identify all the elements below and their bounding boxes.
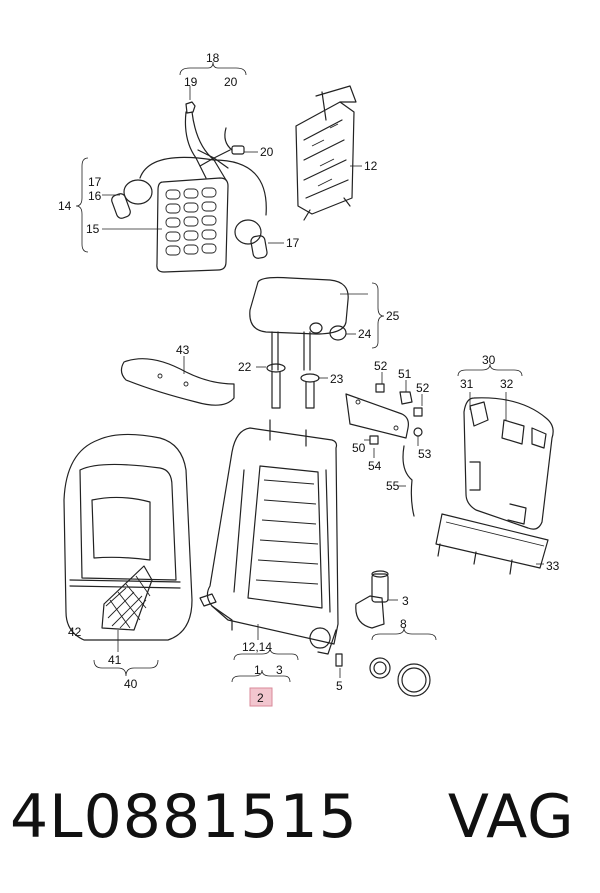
callout-15: 15 [86,222,100,236]
callout-3: 3 [276,663,283,677]
callout-33: 33 [546,559,560,573]
highlight-box [249,687,273,707]
callout-51: 51 [398,367,412,381]
backrest-cover [63,433,193,677]
callout-20: 20 [260,145,274,159]
callout-1: 1 [254,663,261,677]
callout-18: 18 [206,51,220,65]
seat-pan-frame [295,85,362,221]
callout-24: 24 [358,327,372,341]
callout-16: 16 [88,189,102,203]
callout-30: 30 [482,353,496,367]
brand-name: VAG [447,782,575,852]
callout-41: 41 [108,653,122,667]
callout-3: 3 [402,594,409,608]
callout-17: 17 [286,236,300,250]
callout-43: 43 [176,343,190,357]
callout-12: 12 [364,159,378,173]
callout-12-14: 12,14 [242,640,272,654]
callout-25: 25 [386,309,400,323]
callout-8: 8 [400,617,407,631]
heater-mat-assembly [75,61,284,273]
parts-diagram: 18 19 20 20 12 17 16 14 15 17 25 24 43 2… [58,51,560,707]
part-number: 4L0881515 [10,782,358,852]
headrest [249,276,385,371]
seat-bracket [345,372,423,517]
callout-17: 17 [88,175,102,189]
callout-40: 40 [124,677,138,691]
backrest-frame [199,419,343,683]
callout-55: 55 [386,479,400,493]
callout-53: 53 [418,447,432,461]
callout-2: 2 [257,691,264,705]
backrest-back-panel [457,363,554,530]
callout-32: 32 [500,377,514,391]
callout-19: 19 [184,75,198,89]
callout-23: 23 [330,372,344,386]
callout-52: 52 [374,359,388,373]
footer-caption: 4L0881515 VAG [10,782,590,872]
callout-labels: 18 19 20 20 12 17 16 14 15 17 25 24 43 2… [58,51,560,705]
callout-22: 22 [238,360,252,374]
trim-strip [435,513,549,575]
callout-54: 54 [368,459,382,473]
headrest-guides [256,363,328,409]
lumbar-pad [120,356,235,406]
callout-14: 14 [58,199,72,213]
callout-50: 50 [352,441,366,455]
callout-5: 5 [336,679,343,693]
recliner-adjuster [355,570,398,629]
callout-42: 42 [68,625,82,639]
adjuster-knobs [369,627,437,697]
callout-31: 31 [460,377,474,391]
callout-52: 52 [416,381,430,395]
callout-20: 20 [224,75,238,89]
